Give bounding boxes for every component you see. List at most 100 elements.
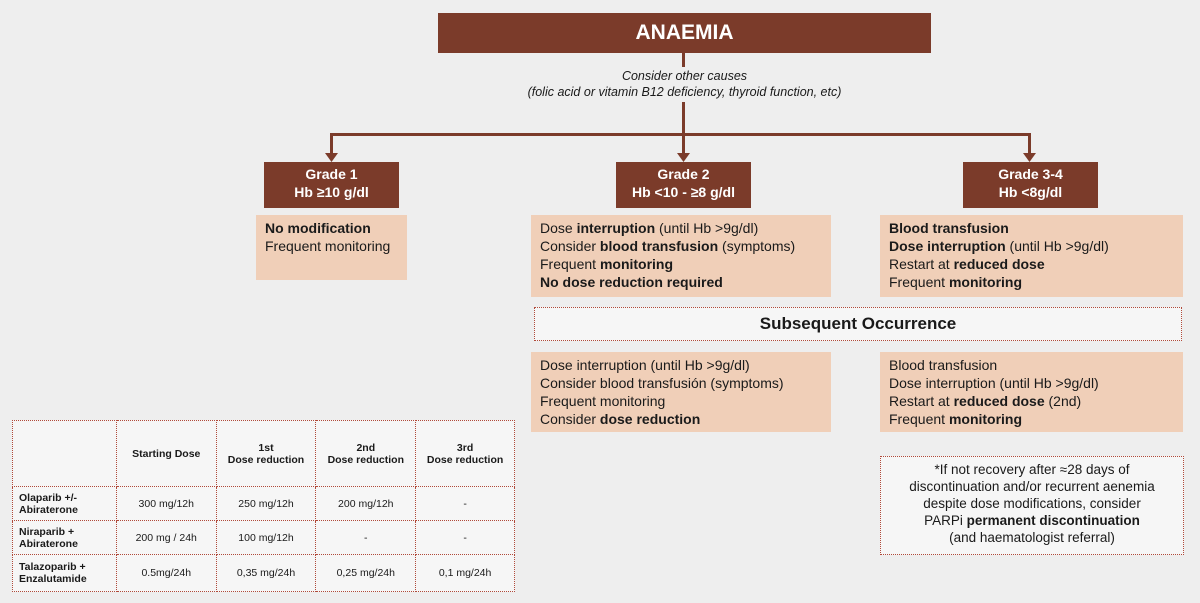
text-bold: monitoring (599, 256, 674, 272)
table-cell: 250 mg/12h (215, 486, 317, 521)
sub-grade-2-line-4: Consider dose reduction (540, 410, 822, 428)
text: Talazoparib + (19, 561, 86, 573)
grade-1-actions: No modification Frequent monitoring (256, 215, 407, 280)
text: 1st (258, 441, 274, 454)
grade-2-line-3: Frequent monitoring (540, 255, 822, 273)
text: (until Hb >9g/dl) (1005, 238, 1109, 254)
sub-grade-2-line-3: Frequent monitoring (540, 393, 666, 409)
text-bold: blood transfusion (599, 238, 719, 254)
table-row: Niraparib +Abiraterone 200 mg / 24h 100 … (12, 520, 515, 555)
sub-grade-2-line-1: Dose interruption (until Hb >9g/dl) (540, 357, 750, 373)
text: Frequent (889, 274, 949, 290)
text: (until Hb >9g/dl) (655, 220, 759, 236)
subsequent-grade-34-actions: Blood transfusion Dose interruption (unt… (880, 352, 1183, 432)
table-header-empty (12, 420, 117, 487)
grade-34-hb: Hb <8g/dl (998, 184, 1063, 200)
table-cell: 200 mg/12h (315, 486, 417, 521)
text: 3rd (456, 441, 474, 454)
discontinuation-footnote: *If not recovery after ≈28 days of disco… (880, 456, 1184, 555)
connector-horizontal (330, 133, 1031, 136)
footnote-line-1: *If not recovery after ≈28 days of (934, 462, 1130, 477)
grade-1-header: Grade 1 Hb ≥10 g/dl (264, 162, 399, 208)
grade-34-name: Grade 3-4 (998, 166, 1063, 182)
grade-34-line-2: Dose interruption (until Hb >9g/dl) (889, 237, 1174, 255)
table-row: Talazoparib +Enzalutamide 0.5mg/24h 0,35… (12, 554, 515, 592)
footnote-line-2: discontinuation and/or recurrent aenemia (909, 479, 1155, 494)
note-line-2: (folic acid or vitamin B12 deficiency, t… (527, 85, 842, 99)
grade-2-line-2: Consider blood transfusion (symptoms) (540, 237, 822, 255)
text: Dose (540, 220, 577, 236)
grade-1-hb: Hb ≥10 g/dl (294, 184, 369, 200)
text-bold: interruption (576, 220, 656, 236)
text: Frequent (889, 411, 949, 427)
grade-34-line-4: Frequent monitoring (889, 273, 1174, 291)
grade-34-header: Grade 3-4 Hb <8g/dl (963, 162, 1098, 208)
table-cell-drug: Olaparib +/-Abiraterone (12, 486, 117, 521)
text: Dose reduction (327, 453, 404, 466)
text-bold: permanent discontinuation (966, 513, 1140, 528)
table-cell: 0.5mg/24h (115, 554, 217, 592)
text-bold: dose reduction (599, 411, 701, 427)
table-header-starting: Starting Dose (115, 420, 217, 487)
connector-main-vertical (682, 102, 685, 135)
text-bold: monitoring (948, 411, 1023, 427)
table-cell-drug: Talazoparib +Enzalutamide (12, 554, 117, 592)
grade-34-actions: Blood transfusion Dose interruption (unt… (880, 215, 1183, 297)
text-bold: Dose interruption (889, 238, 1006, 254)
text: Abiraterone (19, 503, 78, 516)
table-cell: 0,35 mg/24h (215, 554, 317, 592)
text: Restart at (889, 393, 954, 409)
text: PARPi (924, 513, 967, 528)
footnote-line-5: (and haematologist referral) (949, 530, 1115, 545)
table-cell: - (415, 520, 515, 555)
grade-34-line-3: Restart at reduced dose (889, 255, 1174, 273)
text: Niraparib + (19, 525, 75, 538)
grade-1-no-modification: No modification (265, 220, 371, 236)
table-cell: - (315, 520, 417, 555)
table-cell: - (415, 486, 515, 521)
arrow-grade2-icon (677, 153, 690, 162)
sub-grade-34-line-4: Frequent monitoring (889, 410, 1174, 428)
title-banner: ANAEMIA (438, 13, 931, 53)
text: Consider (540, 238, 600, 254)
grade-2-line-4: No dose reduction required (540, 274, 723, 290)
text-bold: reduced dose (953, 393, 1045, 409)
footnote-line-4: PARPi permanent discontinuation (881, 512, 1183, 529)
connector-title (682, 53, 685, 67)
note-line-1: Consider other causes (621, 69, 748, 83)
table-cell: 200 mg / 24h (115, 520, 217, 555)
text: Consider (540, 411, 600, 427)
grade-34-line-1: Blood transfusion (889, 220, 1009, 236)
grade-2-hb: Hb <10 - ≥8 g/dl (632, 184, 735, 200)
grade-2-line-1: Dose interruption (until Hb >9g/dl) (540, 219, 822, 237)
grade-1-name: Grade 1 (305, 166, 358, 182)
arrow-grade1-icon (325, 153, 338, 162)
grade-2-name: Grade 2 (657, 166, 710, 182)
subsequent-grade-2-actions: Dose interruption (until Hb >9g/dl) Cons… (531, 352, 831, 432)
footnote-line-3: despite dose modifications, consider (923, 496, 1141, 511)
grade-2-actions: Dose interruption (until Hb >9g/dl) Cons… (531, 215, 831, 297)
text-bold: reduced dose (953, 256, 1045, 272)
text: Enzalutamide (19, 573, 87, 585)
grade-1-monitoring: Frequent monitoring (265, 238, 391, 254)
sub-grade-34-line-2: Dose interruption (until Hb >9g/dl) (889, 375, 1099, 391)
table-row: Olaparib +/-Abiraterone 300 mg/12h 250 m… (12, 486, 515, 521)
text: Restart at (889, 256, 954, 272)
connector-grade2 (682, 133, 685, 155)
text: Olaparib +/- (19, 491, 78, 504)
consider-other-causes-note: Consider other causes (folic acid or vit… (438, 68, 931, 100)
text: (symptoms) (718, 238, 796, 254)
connector-grade1 (330, 133, 333, 155)
text: Frequent (540, 256, 600, 272)
text-bold: monitoring (948, 274, 1023, 290)
subsequent-occurrence-title: Subsequent Occurrence (534, 307, 1182, 341)
arrow-grade34-icon (1023, 153, 1036, 162)
grade-2-header: Grade 2 Hb <10 - ≥8 g/dl (616, 162, 751, 208)
table-cell: 0,1 mg/24h (415, 554, 515, 592)
